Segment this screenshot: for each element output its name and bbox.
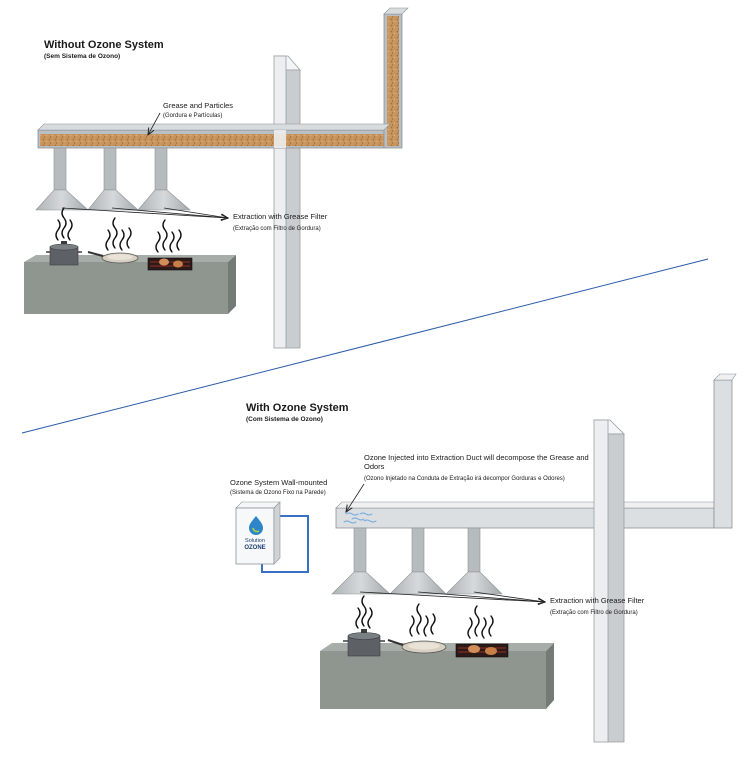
logo-solution-text: Solution bbox=[245, 538, 265, 544]
greasy-duct bbox=[37, 7, 409, 149]
ozone-injected-label: Ozone Injected into Extraction Duct will… bbox=[364, 453, 589, 471]
extraction-hoods-bottom bbox=[331, 527, 503, 595]
grease-particles-sublabel: (Gordura e Partículas) bbox=[163, 113, 223, 119]
extraction-hoods-top bbox=[35, 147, 191, 211]
grill-icon bbox=[147, 257, 193, 271]
grease-particles-label: Grease and Particles bbox=[163, 101, 234, 110]
wall-bottom bbox=[593, 419, 625, 743]
logo-ozone-text: OZONE bbox=[244, 545, 265, 551]
annotation-arrows-top bbox=[61, 112, 228, 218]
wall-top bbox=[273, 55, 301, 349]
annotation-arrows-bottom bbox=[346, 483, 545, 602]
without-ozone-subtitle: (Sem Sistema de Ozono) bbox=[44, 53, 121, 60]
pot-icon bbox=[343, 629, 385, 657]
pot-icon bbox=[46, 241, 82, 266]
extraction-sublabel-top: (Extração com Filtro de Gordura) bbox=[233, 226, 321, 232]
steam-icon bbox=[55, 207, 182, 253]
steam-icon bbox=[355, 595, 494, 639]
with-ozone-section: Solution OZONE bbox=[235, 373, 737, 743]
without-ozone-title: Without Ozone System bbox=[44, 39, 164, 51]
ozone-injected-sublabel: (Ozono Injetado na Conduta de Extração i… bbox=[364, 476, 565, 482]
extraction-label-top: Extraction with Grease Filter bbox=[233, 212, 328, 221]
ozone-unit-icon: Solution OZONE bbox=[235, 501, 281, 565]
grill-icon bbox=[455, 643, 509, 658]
without-ozone-section bbox=[24, 7, 409, 349]
ozone-pipe bbox=[261, 515, 309, 573]
extraction-label-bottom: Extraction with Grease Filter bbox=[550, 596, 645, 605]
ozone-unit-sublabel: (Sistema de Ozono Fixo na Parede) bbox=[230, 490, 326, 496]
ozone-wisps-icon bbox=[343, 512, 377, 524]
section-divider bbox=[21, 258, 709, 434]
with-ozone-subtitle: (Com Sistema de Ozono) bbox=[246, 416, 323, 423]
pan-icon bbox=[87, 251, 139, 264]
pan-icon bbox=[387, 639, 447, 654]
extraction-sublabel-bottom: (Extração com Filtro de Gordura) bbox=[550, 610, 638, 616]
ozone-unit-label: Ozone System Wall-mounted bbox=[230, 478, 328, 487]
with-ozone-title: With Ozone System bbox=[246, 402, 349, 414]
clean-duct bbox=[335, 373, 737, 529]
